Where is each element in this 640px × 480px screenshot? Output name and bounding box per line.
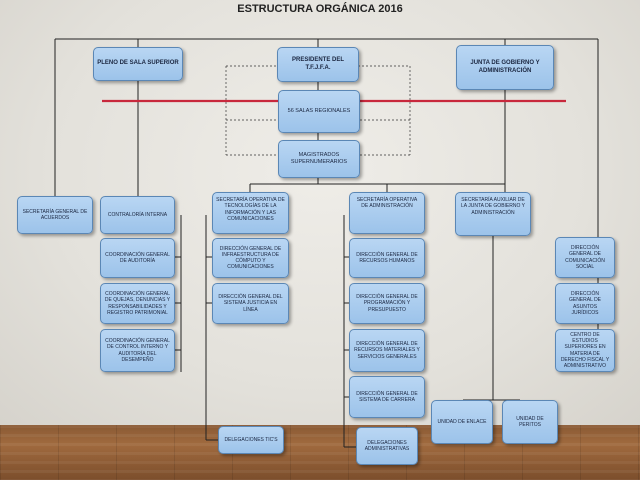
junta-gobierno-box[interactable]: JUNTA DE GOBIERNO Y ADMINISTRACIÓN xyxy=(456,45,554,90)
dir-sistema-carrera-box[interactable]: DIRECCIÓN GENERAL DE SISTEMA DE CARRERA xyxy=(349,376,425,418)
centro-estudios-box[interactable]: CENTRO DE ESTUDIOS SUPERIORES EN MATERIA… xyxy=(555,329,615,372)
coord-quejas-box[interactable]: COORDINACIÓN GENERAL DE QUEJAS, DENUNCIA… xyxy=(100,283,175,324)
unidad-enlace-box[interactable]: UNIDAD DE ENLACE xyxy=(431,400,493,444)
contraloria-interna-box[interactable]: CONTRALORÍA INTERNA xyxy=(100,196,175,234)
coord-control-box[interactable]: COORDINACIÓN GENERAL DE CONTROL INTERNO … xyxy=(100,329,175,372)
magistrados-box[interactable]: MAGISTRADOS SUPERNUMERARIOS xyxy=(278,140,360,178)
secretaria-administracion-box[interactable]: SECRETARÍA OPERATIVA DE ADMINISTRACIÓN xyxy=(349,192,425,234)
dir-recursos-materiales-box[interactable]: DIRECCIÓN GENERAL DE RECURSOS MATERIALES… xyxy=(349,329,425,372)
dir-recursos-humanos-box[interactable]: DIRECCIÓN GENERAL DE RECURSOS HUMANOS xyxy=(349,238,425,278)
delegaciones-tics-box[interactable]: DELEGACIONES TIC'S xyxy=(218,426,284,454)
dir-justicia-linea-box[interactable]: DIRECCIÓN GENERAL DEL SISTEMA JUSTICIA E… xyxy=(212,283,289,324)
unidad-peritos-box[interactable]: UNIDAD DE PERITOS xyxy=(502,400,558,444)
page-title: ESTRUCTURA ORGÁNICA 2016 xyxy=(237,3,403,15)
dir-comunicacion-social-box[interactable]: DIRECCIÓN GENERAL DE COMUNICACIÓN SOCIAL xyxy=(555,237,615,278)
coord-auditoria-box[interactable]: COORDINACIÓN GENERAL DE AUDITORÍA xyxy=(100,238,175,278)
dir-infraestructura-box[interactable]: DIRECCIÓN GENERAL DE INFRAESTRUCTURA DE … xyxy=(212,238,289,278)
secretaria-tic-box[interactable]: SECRETARÍA OPERATIVA DE TECNOLOGÍAS DE L… xyxy=(212,192,289,234)
dir-programacion-box[interactable]: DIRECCIÓN GENERAL DE PROGRAMACIÓN Y PRES… xyxy=(349,283,425,324)
secretaria-auxiliar-box[interactable]: SECRETARÍA AUXILIAR DE LA JUNTA DE GOBIE… xyxy=(455,192,531,236)
salas-regionales-box[interactable]: 56 SALAS REGIONALES xyxy=(278,90,360,133)
presidente-box[interactable]: PRESIDENTE DEL T.F.J.F.A. xyxy=(277,47,359,82)
secretaria-acuerdos-box[interactable]: SECRETARÍA GENERAL DE ACUERDOS xyxy=(17,196,93,234)
pleno-sala-superior-box[interactable]: PLENO DE SALA SUPERIOR xyxy=(93,47,183,81)
delegaciones-administrativas-box[interactable]: DELEGACIONES ADMINISTRATIVAS xyxy=(356,427,418,465)
dir-asuntos-juridicos-box[interactable]: DIRECCIÓN GENERAL DE ASUNTOS JURÍDICOS xyxy=(555,283,615,324)
